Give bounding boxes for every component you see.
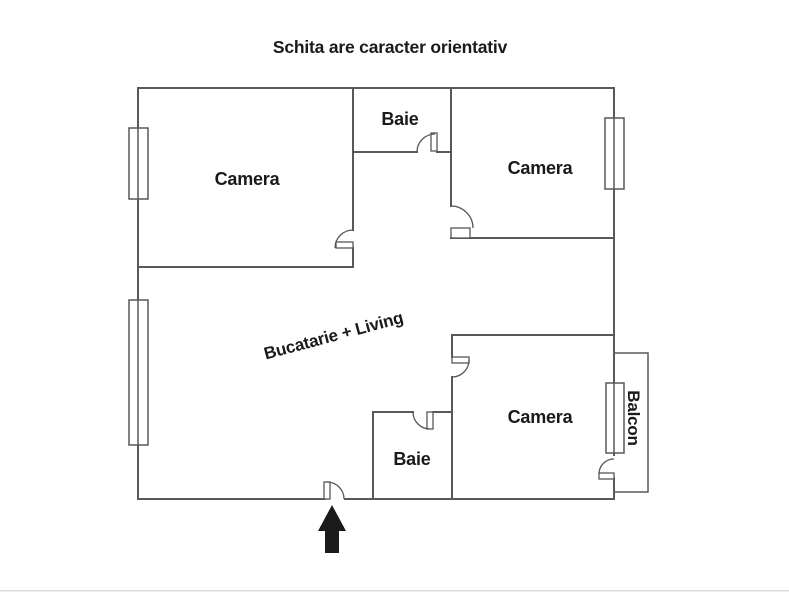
door-leaf-baie-top (430, 132, 438, 152)
window-centerlines (137, 118, 615, 453)
room-label-balcon: Balcon (624, 390, 643, 445)
room-label-bucatarie-living: Bucatarie + Living (262, 308, 405, 363)
page-title: Schita are caracter orientativ (273, 37, 508, 57)
door-leaf-entrance (323, 481, 331, 500)
door-arcs-layer (326, 133, 615, 500)
door-arc-baie-top (416, 133, 436, 153)
door-arc-entrance (326, 481, 345, 500)
door-leaf-camera-top-left (335, 241, 354, 249)
walls-layer (137, 87, 615, 500)
door-leaf-camera-bottom-right (451, 356, 470, 364)
interior-walls (137, 87, 615, 500)
room-label-baie-bottom: Baie (393, 449, 430, 469)
room-label-baie-top: Baie (381, 109, 418, 129)
room-label-camera-top-right: Camera (508, 158, 574, 178)
window-symbol-balcony (605, 382, 625, 454)
door-leaf-baie-bottom (426, 411, 434, 430)
door-leaf-balcony (598, 472, 615, 480)
door-leaf-camera-top-right (450, 227, 471, 239)
page-bottom-border (0, 590, 789, 592)
door-arc-camera-bottom-right (451, 359, 470, 378)
door-leaves-layer (323, 132, 615, 500)
balcony-outline (614, 352, 649, 493)
entrance-arrow-icon (318, 505, 346, 553)
door-arc-baie-bottom (412, 411, 431, 430)
door-arc-camera-top-left (334, 229, 354, 249)
room-label-camera-top-left: Camera (215, 169, 281, 189)
windows-layer (128, 117, 625, 454)
door-arc-camera-top-right (450, 205, 474, 229)
room-label-camera-bottom-right: Camera (508, 407, 574, 427)
door-arc-balcony (598, 458, 615, 475)
outer-walls (137, 87, 615, 500)
